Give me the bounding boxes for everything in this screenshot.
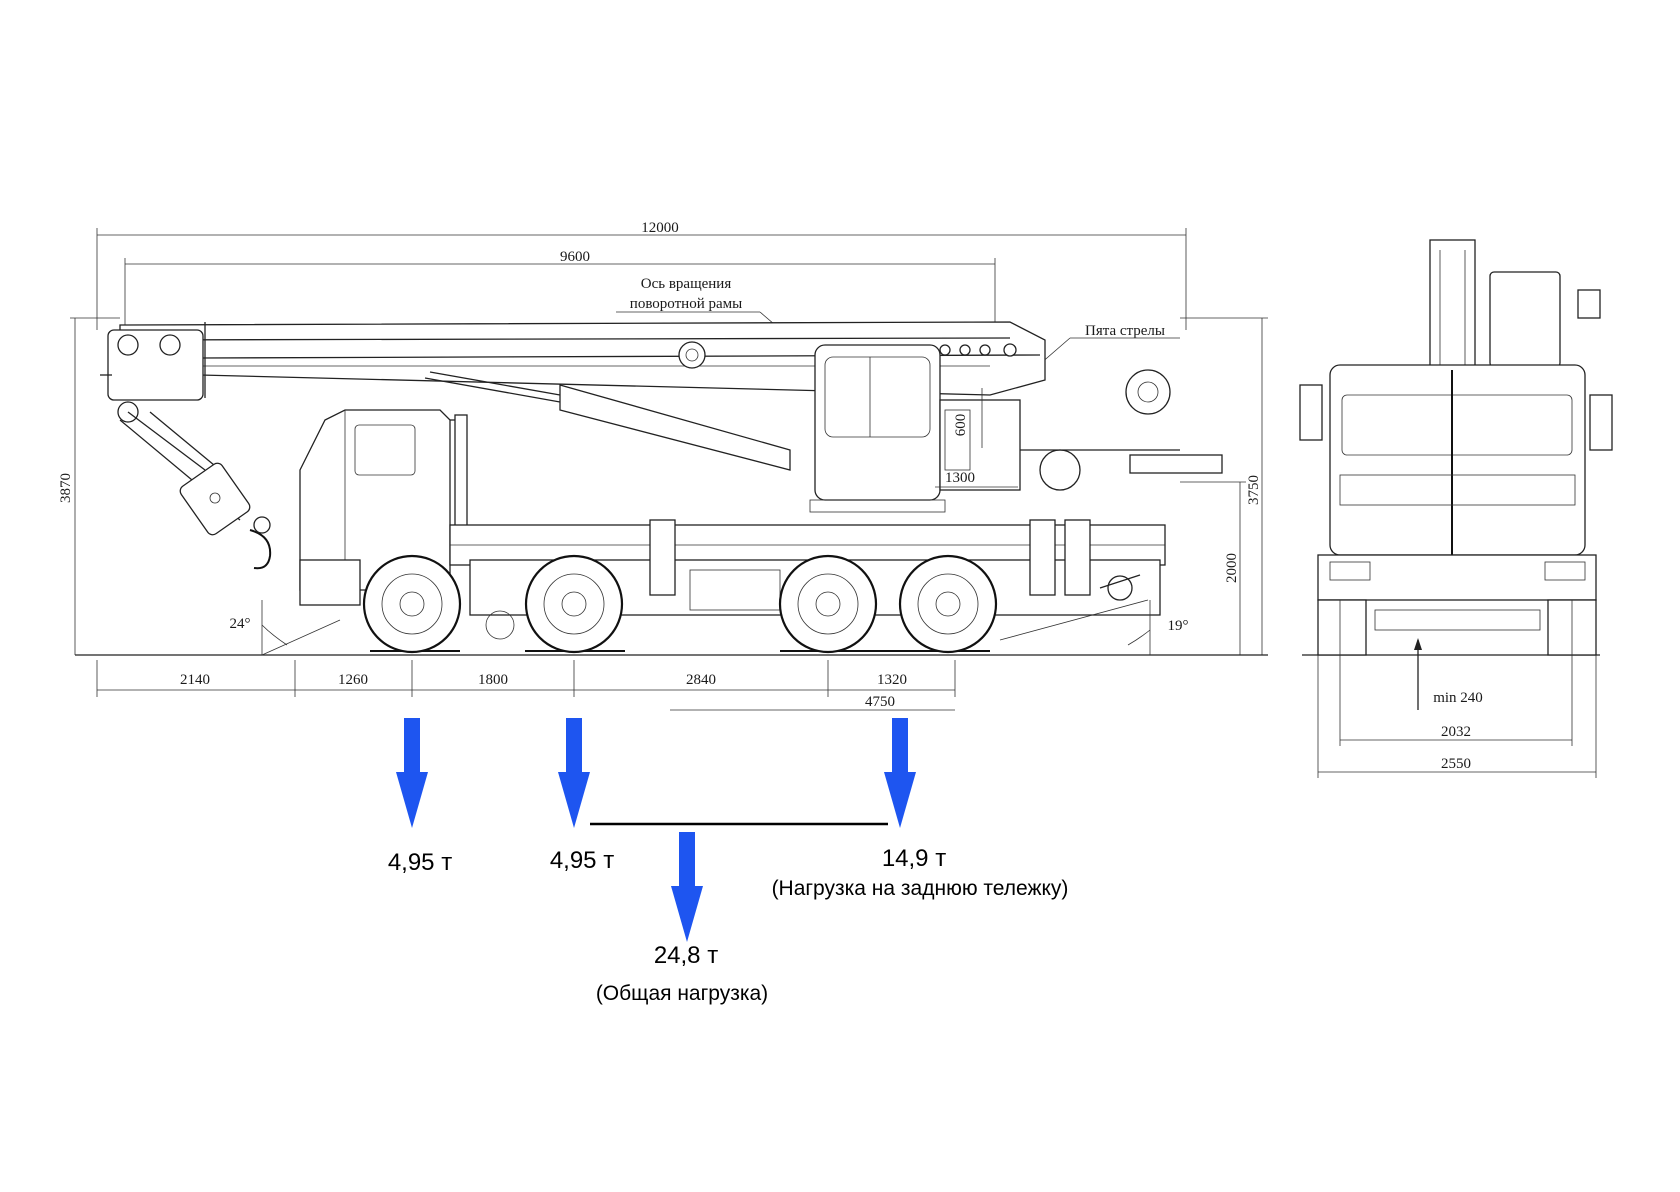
front-view: min 240 2032 2550 xyxy=(1299,239,1613,778)
angle-front-label: 24° xyxy=(230,616,251,632)
dim-overall-length-label: 12000 xyxy=(641,220,679,236)
load-total-label: 24,8 т xyxy=(654,942,718,969)
dim-600-label: 600 xyxy=(953,414,969,437)
angle-front: 24° xyxy=(230,600,341,656)
wheel-1 xyxy=(362,554,462,654)
dim-track-width: 2032 xyxy=(1339,600,1573,746)
dim-1800-label: 1800 xyxy=(478,672,508,688)
wheel-4 xyxy=(898,554,998,654)
truck-cab xyxy=(299,409,468,606)
dim-2840-label: 2840 xyxy=(686,672,716,688)
boom-heel-label: Пята стрелы xyxy=(1085,323,1165,339)
side-view: 12000 9600 Ось вращения поворотной рамы … xyxy=(58,220,1268,711)
ground-clearance-label: min 240 xyxy=(1433,690,1483,706)
load-rear-label: 14,9 т xyxy=(882,845,946,872)
dim-overall-length: 12000 xyxy=(96,220,1187,330)
load-total-note: (Общая нагрузка) xyxy=(596,982,768,1005)
dim-total-height-label: 3870 xyxy=(58,473,74,503)
operator-cab xyxy=(809,344,946,513)
angle-rear-label: 19° xyxy=(1168,618,1189,634)
load-arrow-rear xyxy=(884,718,916,828)
dim-chain-bottom: 2140 1260 1800 2840 1320 4750 xyxy=(96,660,956,711)
turntable: 600 1300 xyxy=(935,369,1223,491)
dim-cab-height-label: 3750 xyxy=(1246,475,1262,505)
dim-overall-width: 2550 xyxy=(1317,655,1597,778)
load-arrow-axle1 xyxy=(396,718,428,828)
track-width-label: 2032 xyxy=(1441,724,1471,740)
overall-width-label: 2550 xyxy=(1441,756,1471,772)
dim-ground-clearance: min 240 xyxy=(1414,638,1483,710)
rotation-axis-label-2: поворотной рамы xyxy=(630,296,742,312)
dim-cab-height: 3750 xyxy=(1180,317,1268,655)
load-axle2-label: 4,95 т xyxy=(550,847,614,874)
wheel-2 xyxy=(524,554,624,654)
load-rear-note: (Нагрузка на заднюю тележку) xyxy=(772,877,1069,900)
dim-total-height: 3870 xyxy=(58,317,120,655)
angle-rear: 19° xyxy=(999,599,1189,655)
dim-4750-label: 4750 xyxy=(865,694,895,710)
load-axle1-label: 4,95 т xyxy=(388,849,452,876)
dim-1300-label: 1300 xyxy=(945,470,975,486)
boom-cylinder xyxy=(424,371,791,471)
dim-boom-length-label: 9600 xyxy=(560,249,590,265)
rotation-axis-label-1: Ось вращения xyxy=(641,276,732,292)
dim-frame-height: 2000 xyxy=(1180,481,1246,655)
load-arrow-axle2 xyxy=(558,718,590,828)
dim-1320-label: 1320 xyxy=(877,672,907,688)
dim-1260-label: 1260 xyxy=(338,672,368,688)
load-arrow-total xyxy=(671,832,703,942)
dim-2140-label: 2140 xyxy=(180,672,210,688)
wheel-3 xyxy=(778,554,878,654)
dim-frame-height-label: 2000 xyxy=(1224,553,1240,583)
dim-boom-length: 9600 xyxy=(124,249,996,330)
load-diagram: 4,95 т 4,95 т 14,9 т (Нагрузка на заднюю… xyxy=(388,718,1069,1005)
hook-block xyxy=(119,411,272,570)
